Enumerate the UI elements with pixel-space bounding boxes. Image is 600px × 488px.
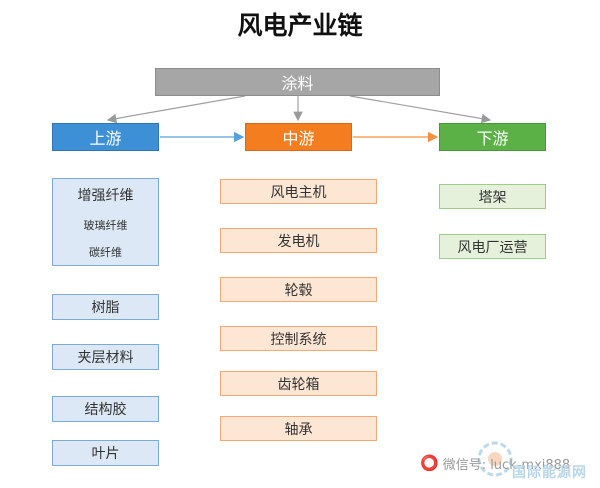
- diagram-title: 风电产业链: [237, 11, 363, 40]
- coating-node: 涂料: [155, 68, 440, 96]
- midstream-item: 轴承: [220, 416, 377, 441]
- upstream-core-material: 夹层材料: [52, 344, 159, 370]
- wechat-icon: ⭕: [420, 454, 439, 472]
- carbon-fiber-label: 碳纤维: [89, 246, 122, 259]
- downstream-item: 风电厂运营: [439, 234, 546, 259]
- downstream-stage: 下游: [439, 123, 546, 151]
- midstream-item: 风电主机: [220, 179, 377, 204]
- upstream-fiber-group: 增强纤维 玻璃纤维 碳纤维: [52, 178, 159, 266]
- midstream-item: 控制系统: [220, 326, 377, 351]
- upstream-resin: 树脂: [52, 294, 159, 320]
- watermark-text: 微信号: luck-mxi888: [442, 457, 571, 473]
- logo-icon: [474, 438, 516, 480]
- midstream-item: 轮毂: [220, 277, 377, 302]
- downstream-item: 塔架: [439, 184, 546, 209]
- glass-fiber-label: 玻璃纤维: [83, 219, 128, 232]
- upstream-stage: 上游: [52, 123, 159, 151]
- upstream-adhesive: 结构胶: [52, 396, 159, 422]
- watermark-logo-text: 国际能源网: [512, 465, 587, 481]
- midstream-stage: 中游: [245, 123, 352, 151]
- midstream-item: 齿轮箱: [220, 371, 377, 396]
- coating-to-downstream-arrow: [349, 95, 492, 124]
- midstream-item: 发电机: [220, 228, 377, 253]
- fiber-group-title: 增强纤维: [77, 188, 134, 204]
- upstream-blade: 叶片: [52, 440, 159, 466]
- watermark: ⭕ 微信号: luck-mxi888: [420, 452, 595, 474]
- coating-to-upstream-arrow: [106, 95, 246, 124]
